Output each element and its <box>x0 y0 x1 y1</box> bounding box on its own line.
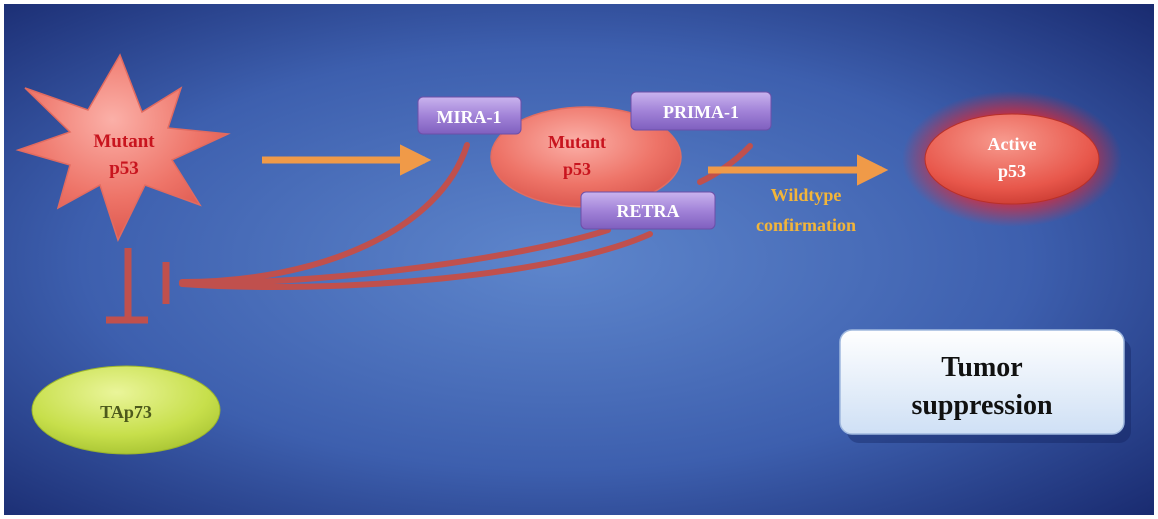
mutant-center-label-line2: p53 <box>563 159 591 179</box>
prima-1-box <box>630 91 772 131</box>
tap73-inhibition <box>106 248 148 324</box>
active-p53 <box>924 113 1100 205</box>
mutant-p53-star <box>15 53 231 242</box>
wildtype-label-line1: Wildtype <box>771 185 842 205</box>
retra-inhibition-curve <box>179 227 611 287</box>
mira-inhibition-curve <box>179 142 470 285</box>
inhibition-curves <box>179 142 753 290</box>
tumor-suppression-box <box>839 329 1125 435</box>
wildtype-label-line2: confirmation <box>756 215 856 235</box>
active-label-line2: p53 <box>998 161 1026 181</box>
mutant-center-label-line1: Mutant <box>548 132 606 152</box>
prima-1-label: PRIMA-1 <box>663 102 739 122</box>
tap73 <box>31 365 221 455</box>
tap73-label: TAp73 <box>100 402 152 422</box>
active-label-line1: Active <box>988 134 1037 154</box>
retra-label: RETRA <box>616 201 679 221</box>
mira-1-label: MIRA-1 <box>437 107 502 127</box>
prima-inhibition-curve <box>179 231 653 290</box>
retra-box <box>580 191 716 230</box>
mutant-star-label-line2: p53 <box>109 158 139 179</box>
tumor-label-line2: suppression <box>911 390 1053 421</box>
mira-1-box <box>417 96 522 135</box>
mutant-star-label-line1: Mutant <box>93 131 155 152</box>
tumor-label-line1: Tumor <box>941 352 1022 383</box>
